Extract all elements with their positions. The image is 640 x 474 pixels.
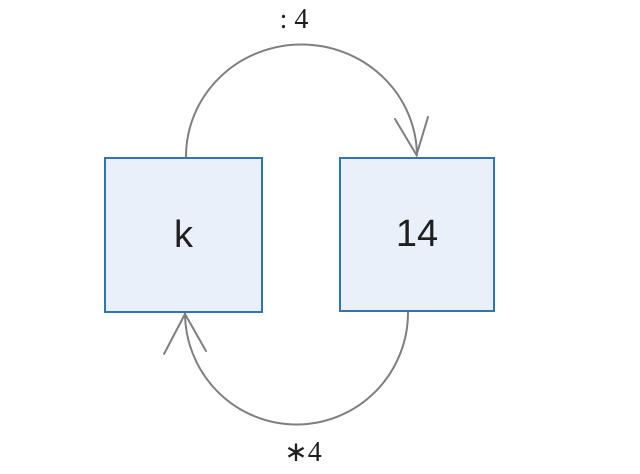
left-node-label: k <box>174 213 193 256</box>
divide-arrow-label: : 4 <box>279 4 309 35</box>
left-node-box: k <box>104 157 263 313</box>
right-node-box: 14 <box>339 157 495 312</box>
multiply-arrow-curve <box>184 311 410 426</box>
multiply-arrowhead-icon <box>163 311 207 355</box>
multiply-arrow-label: ∗4 <box>284 437 322 468</box>
divide-arrow-curve <box>184 43 418 158</box>
right-node-label: 14 <box>395 213 439 255</box>
divide-arrowhead-icon <box>394 116 429 158</box>
